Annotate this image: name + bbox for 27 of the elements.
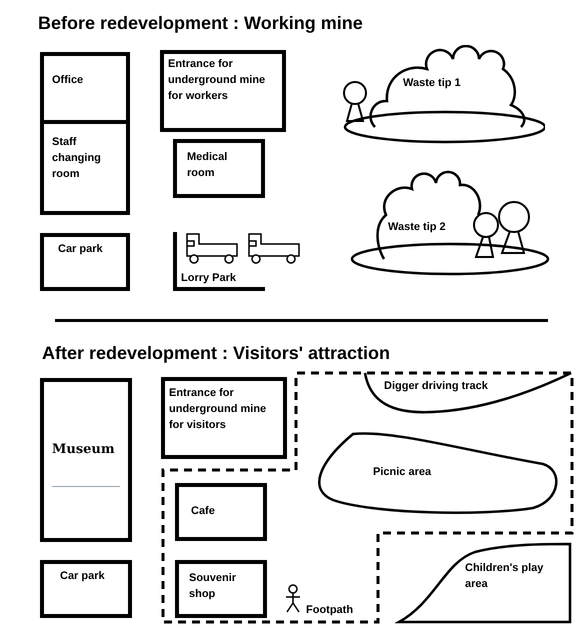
building-box bbox=[175, 483, 267, 541]
museum-box bbox=[40, 378, 132, 542]
area-label: Staff changing room bbox=[52, 135, 102, 182]
area-label: Cafe bbox=[191, 504, 216, 519]
building-box bbox=[160, 50, 286, 132]
area-label: Lorry Park bbox=[181, 271, 238, 286]
area-label: Car park bbox=[58, 242, 104, 257]
building-box bbox=[173, 139, 265, 198]
area-label: Entrance for underground mine for workers bbox=[168, 57, 266, 104]
building-box bbox=[40, 233, 130, 291]
section-heading: After redevelopment : Visitors' attraction bbox=[42, 342, 390, 365]
area-label: Museum bbox=[52, 442, 116, 458]
area-label: Picnic area bbox=[373, 465, 432, 480]
area-label: Office bbox=[52, 73, 84, 88]
section-heading: Before redevelopment : Working mine bbox=[38, 12, 363, 35]
area-label: Entrance for underground mine for visitors bbox=[169, 386, 268, 433]
area-label: Car park bbox=[60, 569, 106, 584]
area-label: Waste tip 1 bbox=[403, 76, 462, 91]
area-label: Souvenir shop bbox=[189, 571, 238, 602]
building-box bbox=[40, 560, 132, 618]
footpath-label: Footpath bbox=[306, 603, 354, 618]
building-box bbox=[161, 377, 287, 459]
building-box bbox=[175, 560, 267, 618]
area-label: Medical room bbox=[187, 150, 228, 181]
area-label: Digger driving track bbox=[384, 379, 489, 394]
area-label: Children's play area bbox=[465, 561, 544, 592]
area-label: Waste tip 2 bbox=[388, 220, 447, 235]
